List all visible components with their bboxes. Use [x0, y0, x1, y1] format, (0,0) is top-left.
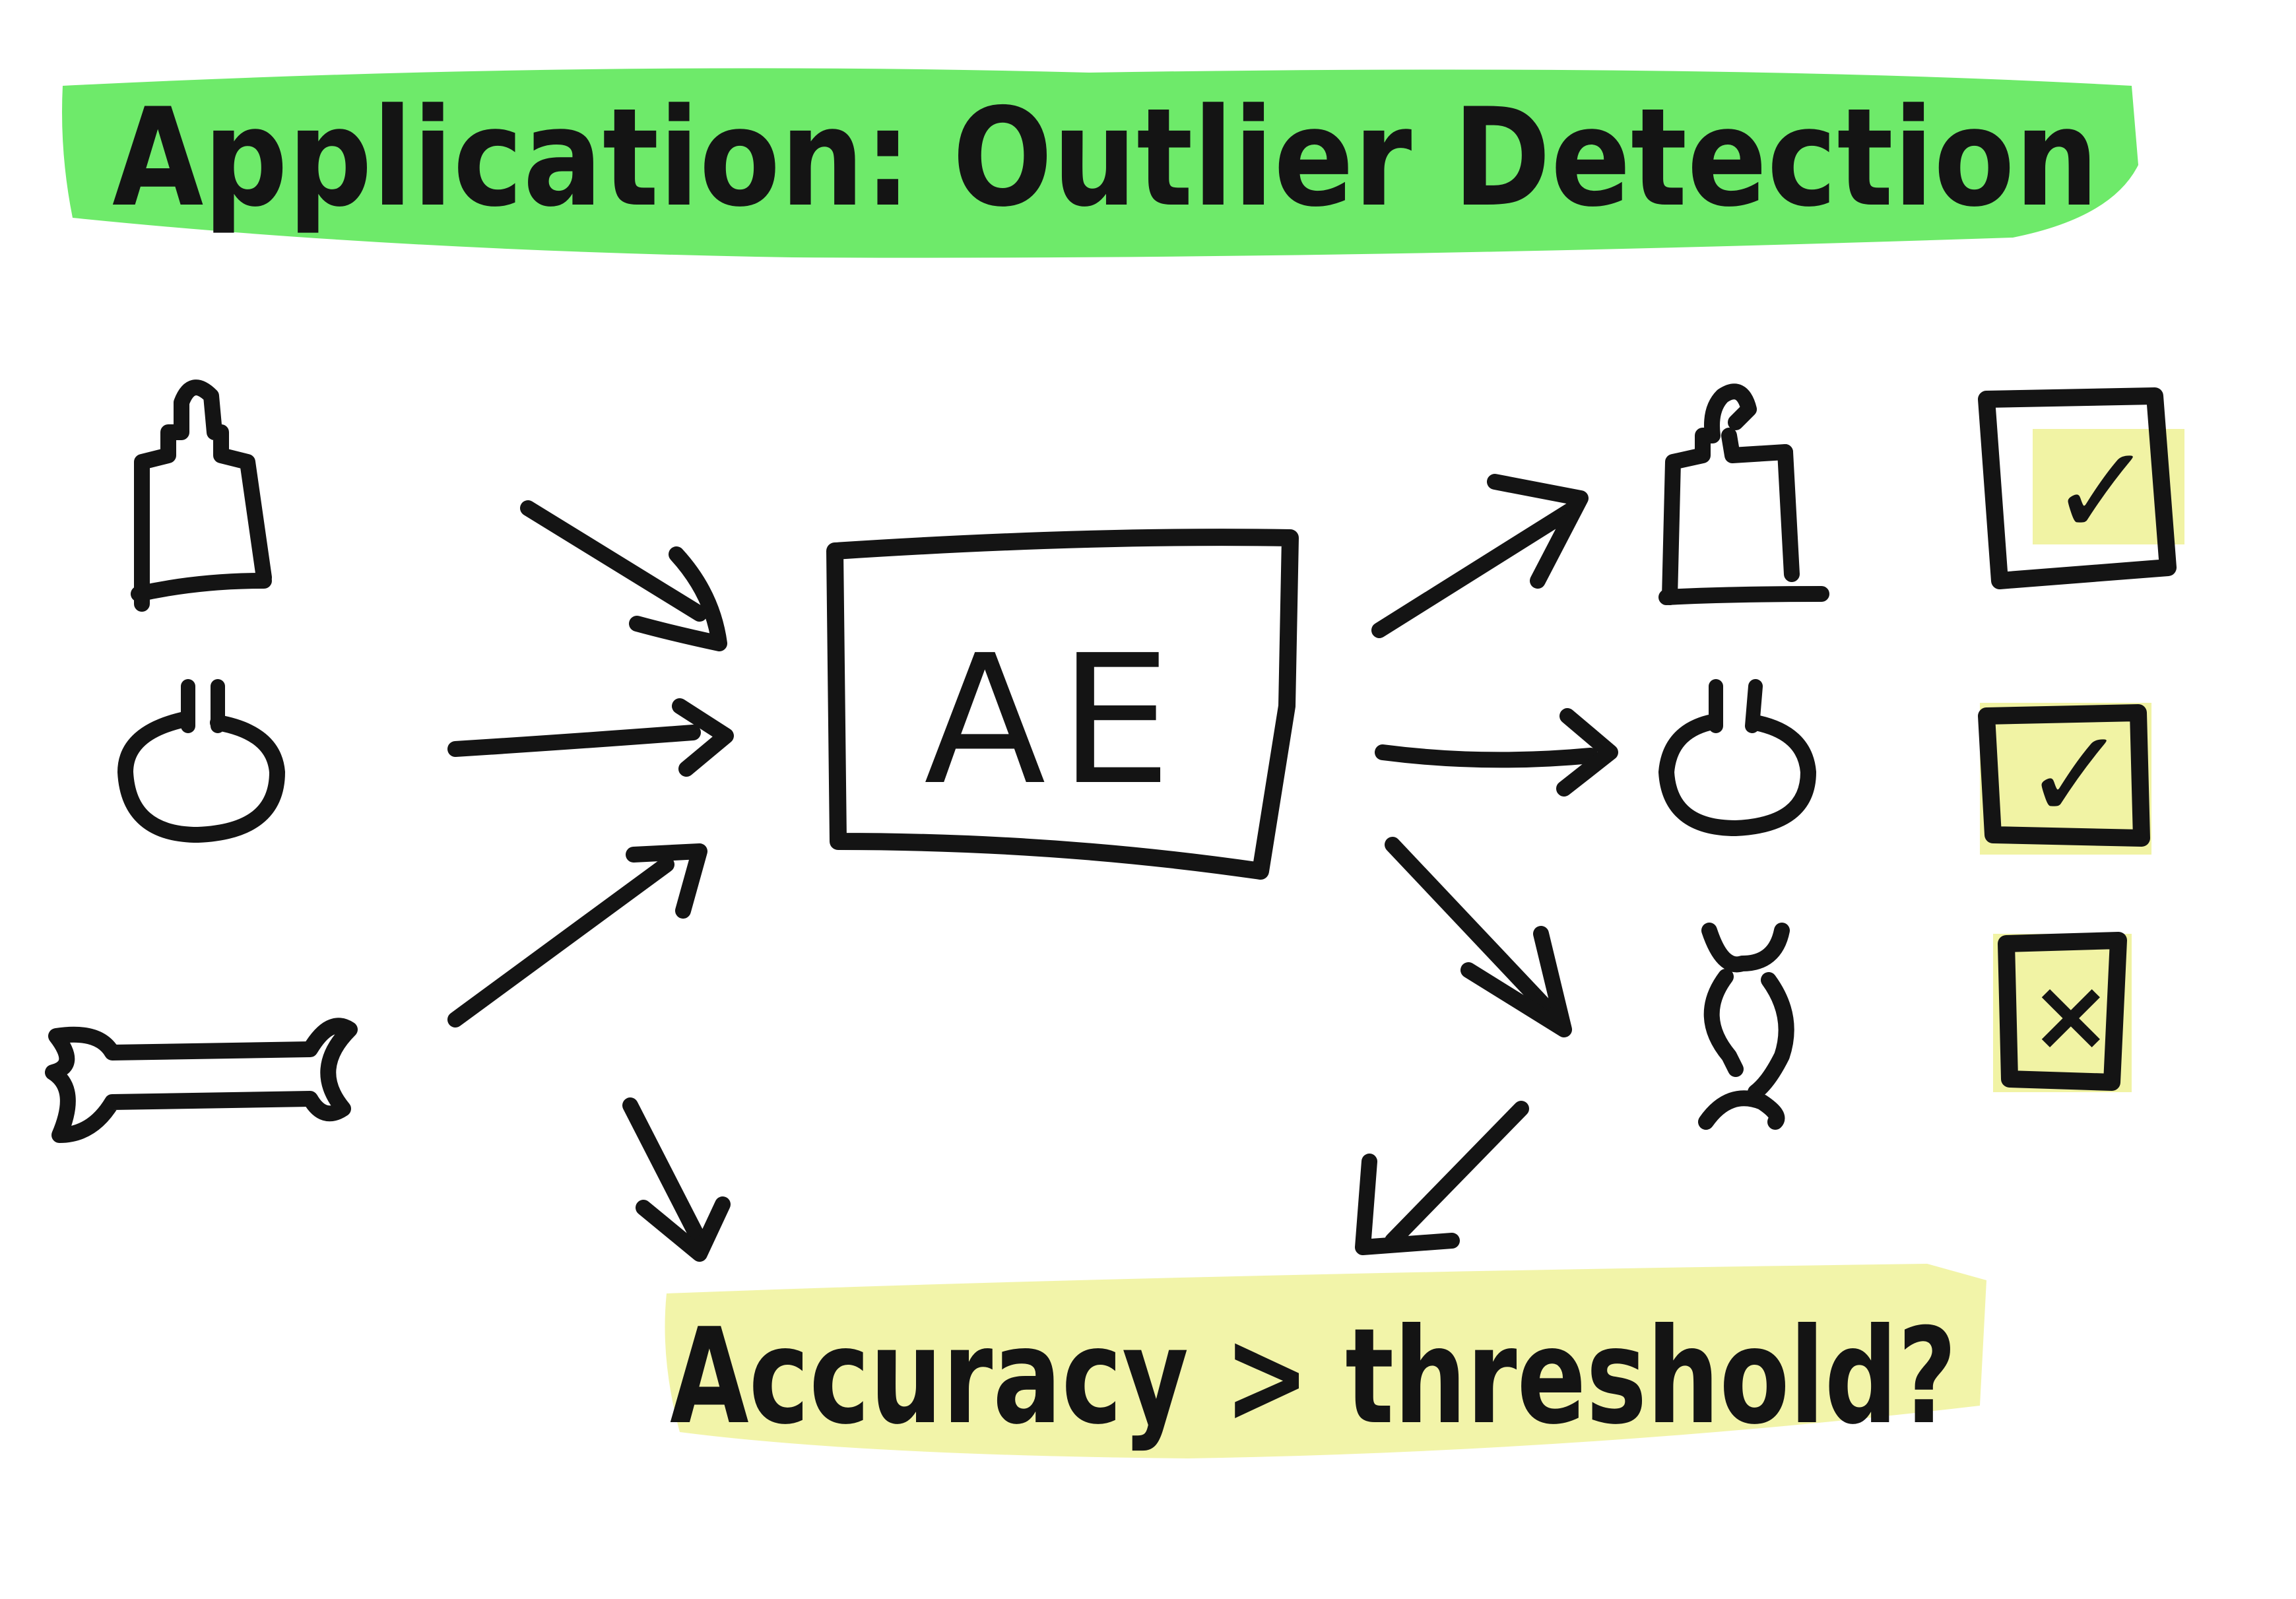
- output-broken-bone: [1698, 923, 1794, 1130]
- broken-bone-icon: [1701, 923, 1790, 973]
- verdict-box-ring[interactable]: ✓: [1978, 702, 2151, 855]
- arrow-bottle-to-ae: [520, 500, 727, 651]
- title-highlight: [62, 68, 2138, 258]
- bottle-icon: [1662, 383, 1757, 605]
- ring-icon: [1658, 715, 1816, 836]
- output-bottle: [1658, 383, 1829, 605]
- arrow-ae-to-bone: [1385, 837, 1572, 1037]
- page-title: Application: Outlier Detection: [112, 80, 2099, 237]
- question-highlight: [665, 1264, 1986, 1458]
- ae-label: AE: [924, 616, 1185, 824]
- arrow-outputs-to-question: [1355, 1101, 1529, 1255]
- arrow-ae-to-ring: [1375, 708, 1618, 797]
- input-bottle: [131, 379, 272, 612]
- arrow-ae-to-bottle: [1371, 474, 1589, 638]
- arrow-inputs-to-question: [622, 1097, 731, 1262]
- ae-model-box: AE: [826, 529, 1299, 880]
- bottle-icon: [134, 379, 272, 612]
- input-bone: [45, 1018, 358, 1143]
- verdict-box-bone[interactable]: ×: [1993, 932, 2132, 1092]
- output-ring: [1658, 679, 1816, 836]
- cross-icon: ×: [2029, 958, 2113, 1073]
- threshold-question: Accuracy > threshold?: [670, 1300, 1957, 1454]
- arrow-ring-to-ae: [447, 698, 734, 777]
- input-ring: [117, 679, 285, 843]
- verdict-box-bottle[interactable]: ✓: [1978, 387, 2184, 589]
- checkmark-icon: ✓: [2049, 418, 2154, 564]
- checkmark-icon: ✓: [2023, 702, 2128, 848]
- ring-icon: [117, 711, 285, 843]
- arrow-bone-to-ae: [447, 843, 707, 1028]
- bone-icon: [45, 1018, 358, 1143]
